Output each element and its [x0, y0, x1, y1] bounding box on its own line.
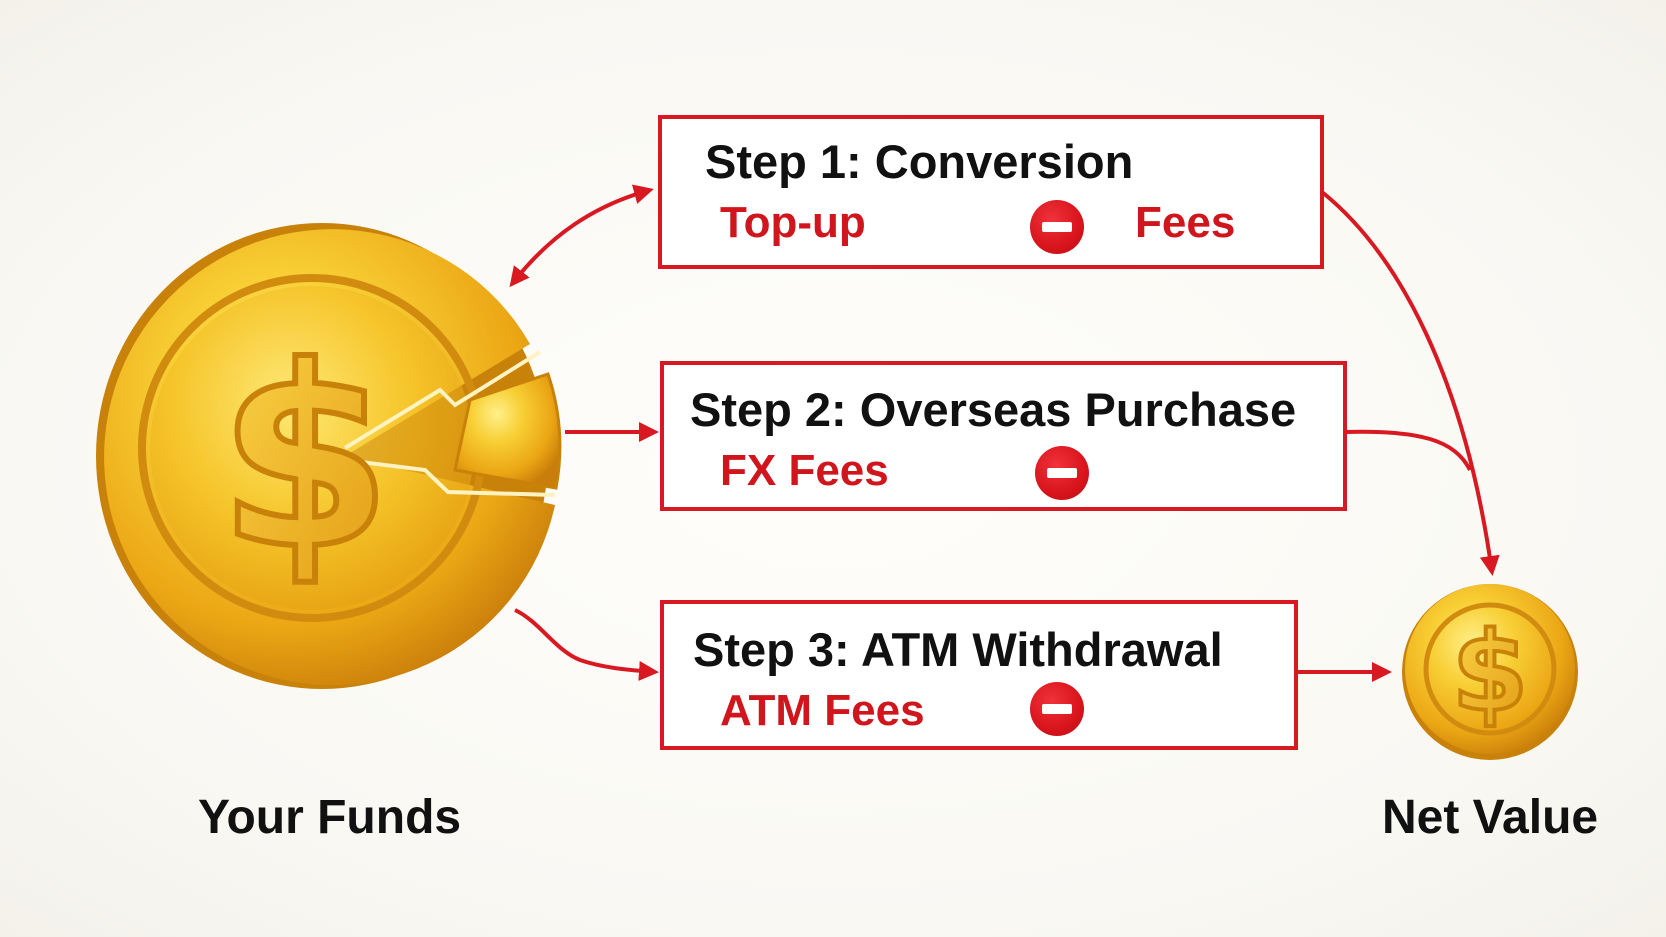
broken-dollar-coin-icon: $ — [96, 223, 562, 689]
arrow-step2-to-net — [1344, 429, 1472, 471]
minus-circle-icon — [1035, 446, 1089, 500]
result-label: Net Value — [1382, 791, 1599, 844]
arrow-coin-to-step1 — [509, 184, 654, 288]
step-1-title: Step 1: Conversion — [705, 135, 1134, 188]
step-3-title: Step 3: ATM Withdrawal — [693, 623, 1223, 676]
svg-text:$: $ — [218, 313, 392, 604]
minus-circle-icon — [1030, 200, 1084, 254]
step-3-fee-label: ATM Fees — [720, 686, 925, 735]
step-3-box — [660, 600, 1298, 750]
step-1-fee-label-2: Fees — [1135, 198, 1236, 247]
step-1-box — [658, 115, 1324, 269]
step-1-fee-label: Top-up — [720, 198, 866, 247]
svg-text:$: $ — [1452, 608, 1529, 736]
step-2-title: Step 2: Overseas Purchase — [690, 383, 1297, 436]
step-2-box — [660, 361, 1347, 511]
arrow-coin-to-step3 — [514, 608, 659, 681]
minus-circle-icon — [1030, 682, 1084, 736]
connector-arrows — [509, 184, 1500, 682]
source-label: Your Funds — [198, 791, 462, 844]
dollar-coin-icon: $ — [1402, 584, 1578, 760]
arrow-step1-to-net — [1320, 190, 1500, 576]
step-2-fee-label: FX Fees — [720, 446, 889, 495]
